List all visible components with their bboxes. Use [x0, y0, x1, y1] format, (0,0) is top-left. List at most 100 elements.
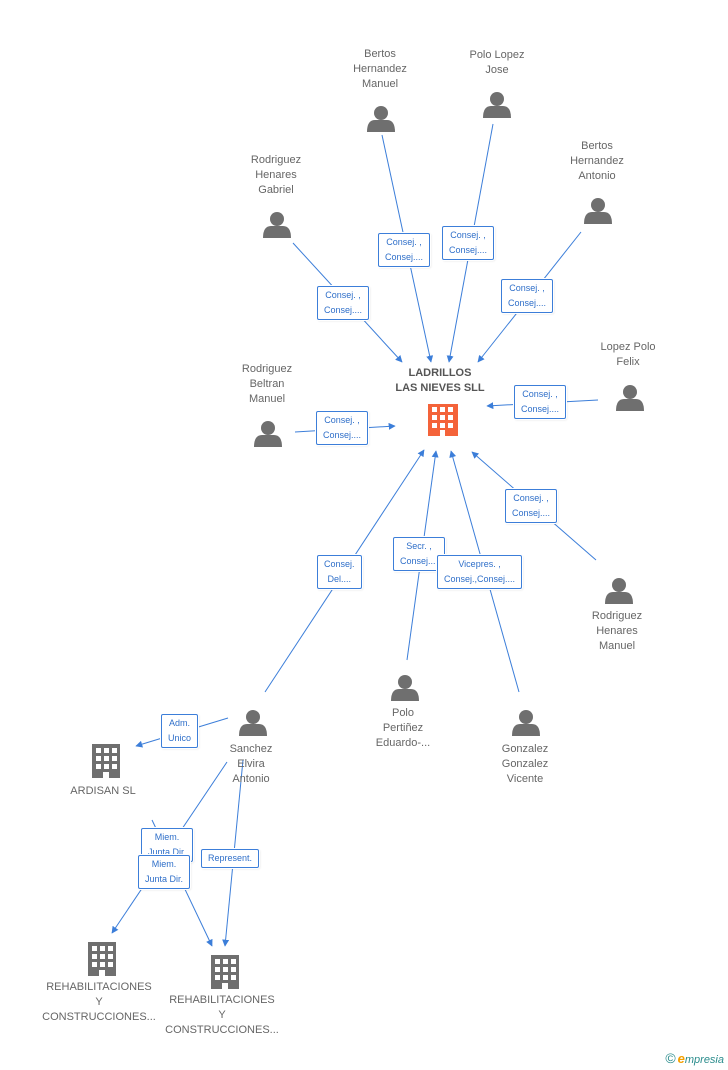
- label-line: Gabriel: [258, 184, 294, 196]
- person-icon-rodriguez-hg[interactable]: [263, 212, 291, 238]
- label-line: LADRILLOS: [408, 367, 472, 379]
- label-line: Gonzalez: [501, 743, 549, 755]
- empresia-logo[interactable]: ©empresia: [665, 1050, 724, 1066]
- label-line: Consej....: [521, 404, 560, 414]
- rehab1-company-icon[interactable]: [88, 942, 116, 976]
- edge-label-rodriguez-hm[interactable]: Consej. , Consej....: [505, 489, 558, 523]
- label-line: Bertos: [364, 48, 396, 60]
- label-line: LAS NIEVES SLL: [395, 382, 485, 394]
- ardisan-company-icon[interactable]: [92, 744, 120, 778]
- label-line: Adm.: [169, 718, 191, 728]
- label-line: Hernandez: [353, 63, 407, 75]
- label-line: Vicepres. ,: [458, 559, 501, 569]
- label-line: Miem.: [154, 832, 180, 842]
- label-line: Consej....: [324, 305, 363, 315]
- label-line: Consej. ,: [509, 283, 545, 293]
- person-icon-polo-lopez[interactable]: [483, 92, 511, 118]
- edge-label-gonzalez[interactable]: Vicepres. , Consej.,Consej....: [437, 555, 523, 589]
- label-line: Felix: [616, 356, 640, 368]
- edge-label-rodriguez-hg[interactable]: Consej. , Consej....: [317, 286, 370, 320]
- person-icon-rodriguez-hm[interactable]: [605, 578, 633, 604]
- label-line: Bertos: [581, 140, 613, 152]
- label-line: Henares: [255, 169, 297, 181]
- label-line: Antonio: [232, 773, 270, 785]
- label-line: Consej....: [323, 430, 362, 440]
- copyright-symbol: ©: [665, 1050, 676, 1066]
- label-line: Consej.,Consej....: [444, 574, 516, 584]
- label-line: Gonzalez: [501, 758, 549, 770]
- label-line: Consej....: [400, 556, 439, 566]
- center-company-label[interactable]: LADRILLOS LAS NIEVES SLL: [395, 366, 484, 396]
- person-icon-polo-pe[interactable]: [391, 675, 419, 701]
- label-line: Rodriguez: [241, 363, 293, 375]
- label-line: Elvira: [237, 758, 265, 770]
- person-icon-bertos-ha[interactable]: [584, 198, 612, 224]
- edge-label-adm[interactable]: Adm. Unico: [161, 714, 199, 748]
- person-icon-sanchez-ea[interactable]: [239, 710, 267, 736]
- label-line: Represent.: [208, 853, 253, 863]
- label-line: Rodriguez: [250, 154, 302, 166]
- label-line: Rodriguez: [591, 610, 643, 622]
- label-line: Consej. ,: [450, 230, 486, 240]
- label-line: Manuel: [248, 393, 286, 405]
- person-icon-bertos-hm[interactable]: [367, 106, 395, 132]
- company-label-ardisan[interactable]: ARDISAN SL: [70, 784, 135, 799]
- edge-label-lopez-polo[interactable]: Consej. , Consej....: [514, 385, 567, 419]
- brand-e: e: [677, 1051, 685, 1066]
- label-line: Secr. ,: [406, 541, 432, 551]
- edge-label-miem2[interactable]: Miem.Junta Dir.: [138, 855, 191, 889]
- label-line: Hernandez: [570, 155, 624, 167]
- label-line: Henares: [596, 625, 638, 637]
- label-line: Unico: [168, 733, 192, 743]
- label-line: Beltran: [249, 378, 285, 390]
- label-line: Antonio: [578, 170, 616, 182]
- edge-label-polo-lopez[interactable]: Consej. , Consej....: [442, 226, 495, 260]
- label-line: Consej. ,: [513, 493, 549, 503]
- label-line: Del....: [327, 574, 352, 584]
- label-line: Junta Dir.: [148, 847, 187, 857]
- label-line: Consej.: [324, 559, 355, 569]
- label-line: CONSTRUCCIONES...: [42, 1011, 156, 1023]
- edge-label-polo-pe[interactable]: Secr. , Consej....: [393, 537, 446, 571]
- label-line: Miem.: [151, 859, 177, 869]
- label-line: Manuel: [598, 640, 636, 652]
- person-icon-lopez-polo[interactable]: [616, 385, 644, 411]
- edge-label-rodriguez-bm[interactable]: Consej. , Consej....: [316, 411, 369, 445]
- label-line: Jose: [485, 64, 509, 76]
- edge-label-sanchez[interactable]: Consej. Del....: [317, 555, 362, 589]
- label-line: Consej. ,: [522, 389, 558, 399]
- label-line: Consej....: [385, 252, 424, 262]
- label-line: ARDISAN SL: [70, 785, 136, 797]
- label-line: Lopez Polo: [600, 341, 656, 353]
- label-line: Consej....: [449, 245, 488, 255]
- edge-label-bertos-ha[interactable]: Consej. , Consej....: [501, 279, 554, 313]
- label-line: Polo: [391, 707, 415, 719]
- label-line: Consej. ,: [324, 415, 360, 425]
- rehab2-company-icon[interactable]: [211, 955, 239, 989]
- person-icon-rodriguez-bm[interactable]: [254, 421, 282, 447]
- edge-label-represent[interactable]: Represent.: [201, 849, 260, 868]
- label-line: Consej....: [512, 508, 551, 518]
- label-line: Polo Lopez: [469, 49, 525, 61]
- brand-rest: mpresia: [684, 1054, 724, 1066]
- person-icon-gonzalez-gv[interactable]: [512, 710, 540, 736]
- label-line: REHABILITACIONES: [169, 994, 275, 1006]
- center-company-icon[interactable]: [428, 404, 458, 436]
- label-line: Pertiñez: [382, 722, 424, 734]
- label-line: REHABILITACIONES: [46, 981, 152, 993]
- label-line: Consej. ,: [325, 290, 361, 300]
- label-line: Consej....: [508, 298, 547, 308]
- edge-label-bertos-hm[interactable]: Consej. ,Consej....: [378, 233, 431, 267]
